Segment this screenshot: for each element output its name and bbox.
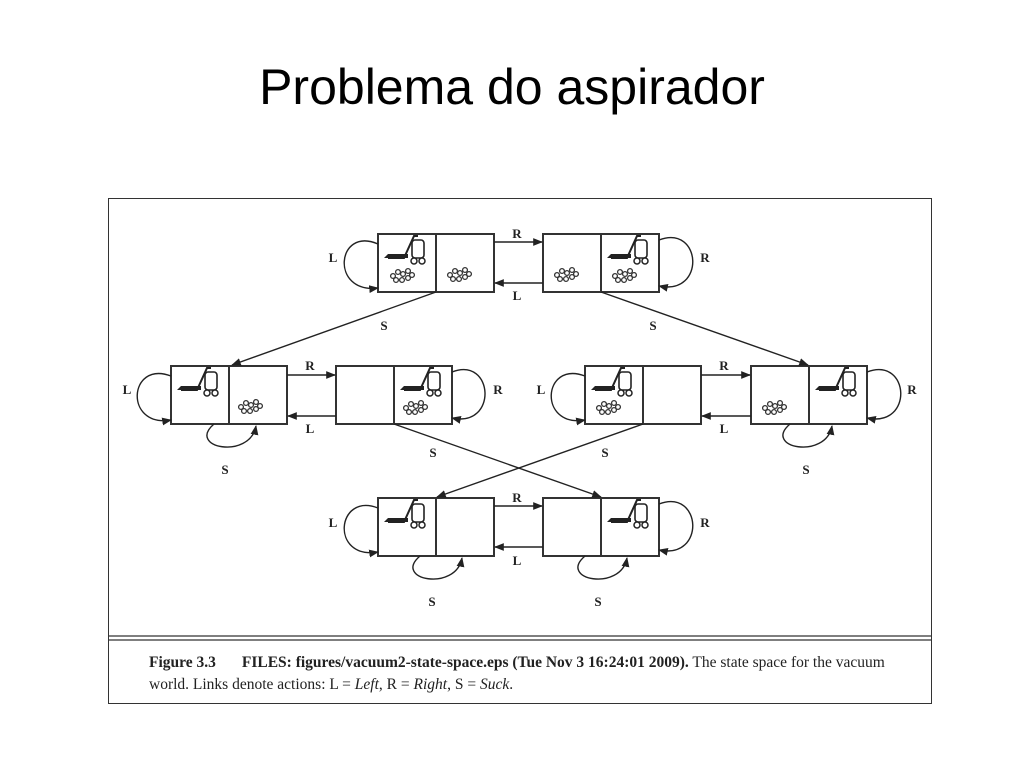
caption-text: , R = <box>378 676 414 693</box>
caption-text: , S = <box>447 676 480 693</box>
self-loop-arrow <box>782 423 835 448</box>
edge-label-right: R <box>512 226 522 241</box>
caption-text: . <box>509 676 514 693</box>
self-loop-arrow <box>136 373 172 426</box>
self-loop-arrow <box>343 505 379 558</box>
edge-label-suck: S <box>428 594 435 609</box>
caption-suck: Suck <box>479 676 510 693</box>
edge-label-right: R <box>907 382 917 397</box>
state-8 <box>542 497 660 557</box>
edge-label-left: L <box>306 421 315 436</box>
edge-label-left: L <box>720 421 729 436</box>
slide-title: Problema do aspirador <box>259 59 765 115</box>
state-5 <box>170 365 288 425</box>
transition-arrow <box>393 423 602 498</box>
self-loop-arrow <box>206 423 259 448</box>
edge-label-left: L <box>329 250 338 265</box>
edge-label-suck: S <box>380 318 387 333</box>
edge-label-suck: S <box>649 318 656 333</box>
edge-label-left: L <box>537 382 546 397</box>
edge-label-right: R <box>512 490 522 505</box>
edge-label-left: L <box>123 382 132 397</box>
edge-label-suck: S <box>802 462 809 477</box>
state-1 <box>377 233 495 293</box>
figure-files: FILES: figures/vacuum2-state-space.eps (… <box>241 654 689 671</box>
transition-arrow <box>231 291 437 366</box>
edge-label-right: R <box>700 515 710 530</box>
self-loop-arrow <box>550 373 586 426</box>
state-3 <box>584 365 702 425</box>
self-loop-arrow <box>658 237 694 292</box>
state-4 <box>750 365 868 425</box>
edge-label-suck: S <box>429 445 436 460</box>
edge-label-right: R <box>719 358 729 373</box>
caption-text: The state space for the vacuum world. Li… <box>149 654 885 693</box>
edge-label-right: R <box>700 250 710 265</box>
figure-number: Figure 3.3 <box>149 654 216 671</box>
edge-label-left: L <box>329 515 338 530</box>
transition-arrow <box>436 423 644 498</box>
self-loop-arrow <box>866 369 902 424</box>
self-loop-arrow <box>451 369 486 424</box>
self-loop-arrow <box>412 555 465 580</box>
state-2 <box>542 233 660 293</box>
state-6 <box>335 365 453 425</box>
self-loop-arrow <box>658 501 694 556</box>
edge-label-right: R <box>305 358 315 373</box>
caption-right: Right <box>413 676 448 693</box>
transition-arrow <box>600 291 809 366</box>
self-loop-arrow <box>343 240 379 293</box>
caption-left: Left <box>354 676 379 693</box>
edge-label-right: R <box>493 382 503 397</box>
edge-label-left: L <box>513 288 522 303</box>
edge-label-left: L <box>513 553 522 568</box>
edge-label-suck: S <box>594 594 601 609</box>
state-7 <box>377 497 495 557</box>
edge-label-suck: S <box>221 462 228 477</box>
self-loop-arrow <box>577 555 630 580</box>
edge-label-suck: S <box>601 445 608 460</box>
figure-caption: Figure 3.3 FILES: figures/vacuum2-state-s… <box>149 652 919 696</box>
